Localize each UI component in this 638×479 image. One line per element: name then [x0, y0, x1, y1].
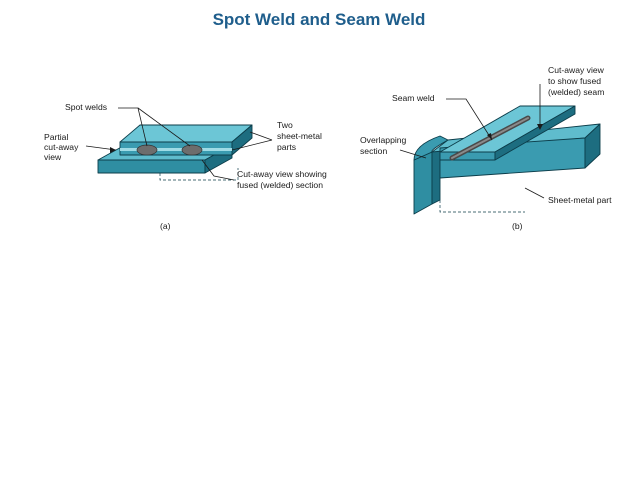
label-partial-1: Partial	[44, 132, 68, 142]
label-cutaway-a-2: fused (welded) section	[237, 180, 323, 190]
slide-title: Spot Weld and Seam Weld	[212, 10, 426, 29]
spot-weld-nugget-left	[136, 144, 158, 156]
label-sheet-metal: Sheet-metal part	[548, 195, 612, 205]
spot-weld-nugget-right	[181, 144, 203, 156]
label-two-parts-1: Two	[277, 120, 293, 130]
label-spot-welds: Spot welds	[65, 102, 107, 112]
label-partial-2: cut-away	[44, 142, 79, 152]
leader-lines-a	[85, 107, 273, 181]
label-seam-weld: Seam weld	[392, 93, 435, 103]
caption-b: (b)	[512, 221, 523, 231]
hidden-edge-b	[439, 200, 525, 213]
label-partial-3: view	[44, 152, 62, 162]
label-overlap-1: Overlapping	[360, 135, 407, 145]
label-cutaway-b-1: Cut-away view	[548, 65, 605, 75]
label-cutaway-a-1: Cut-away view showing	[237, 169, 327, 179]
label-two-parts-3: parts	[277, 142, 296, 152]
label-cutaway-b-2: to show fused	[548, 76, 601, 86]
label-overlap-2: section	[360, 146, 387, 156]
seam-weld-diagram: Seam weld Cut-away view to show fused (w…	[360, 65, 612, 231]
label-two-parts-2: sheet-metal	[277, 131, 322, 141]
label-cutaway-b-3: (welded) seam	[548, 87, 604, 97]
leader-lines-b	[399, 84, 545, 199]
hidden-edge	[159, 168, 239, 181]
caption-a: (a)	[160, 221, 171, 231]
spot-weld-diagram: Spot welds Partial cut-away view Two she…	[44, 102, 327, 231]
